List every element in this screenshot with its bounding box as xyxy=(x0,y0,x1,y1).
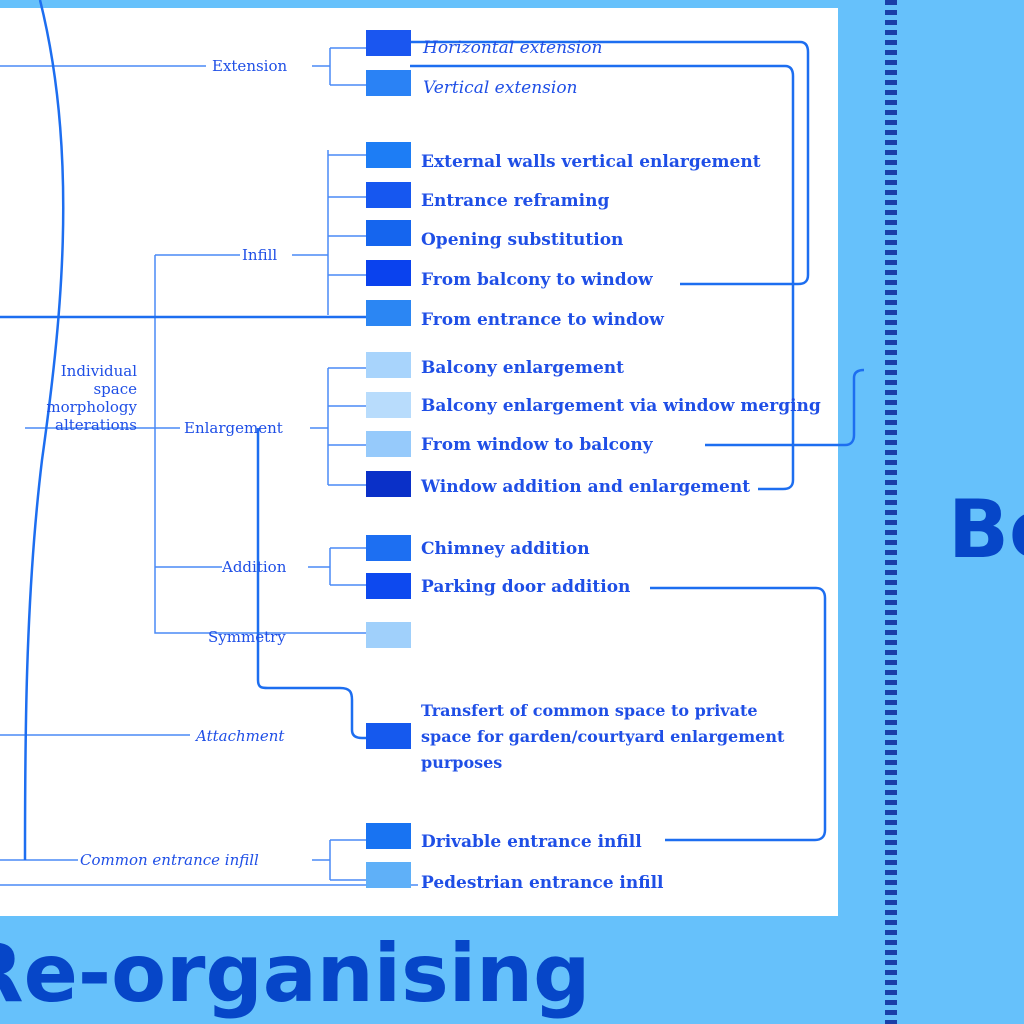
swatch-chimney-addition xyxy=(366,535,411,561)
diagram-panel xyxy=(0,8,838,916)
category-symmetry: Symmetry xyxy=(208,628,286,646)
label-horizontal-extension: Horizontal extension xyxy=(423,38,603,58)
swatch-window-addition xyxy=(366,471,411,497)
label-window-addition: Window addition and enlargement xyxy=(421,477,751,497)
swatch-pedestrian-entrance xyxy=(366,862,411,888)
swatch-balcony-enlargement xyxy=(366,352,411,378)
swatch-symmetry xyxy=(366,622,411,648)
label-parking-door: Parking door addition xyxy=(421,577,631,597)
label-external-walls: External walls vertical enlargement xyxy=(421,152,761,172)
swatch-entrance-reframing xyxy=(366,182,411,208)
swatch-balcony-to-window xyxy=(366,260,411,286)
category-extension: Extension xyxy=(212,57,288,75)
swatch-parking-door xyxy=(366,573,411,599)
swatch-entrance-to-window xyxy=(366,300,411,326)
category-individual: Individual space morphology alterations xyxy=(46,362,137,434)
swatch-vertical-extension xyxy=(366,70,411,96)
label-chimney-addition: Chimney addition xyxy=(421,539,590,559)
label-balcony-enlargement: Balcony enlargement xyxy=(421,358,625,378)
label-opening-substitution: Opening substitution xyxy=(421,230,624,250)
swatch-window-to-balcony xyxy=(366,431,411,457)
swatch-drivable-entrance xyxy=(366,823,411,849)
swatch-horizontal-extension xyxy=(366,30,411,56)
label-balcony-window-merging: Balcony enlargement via window merging xyxy=(421,396,821,416)
section-divider xyxy=(885,0,897,1024)
section-title-reorganising: Re-organising xyxy=(0,927,591,1020)
category-common-entrance: Common entrance infill xyxy=(80,851,259,869)
label-pedestrian-entrance: Pedestrian entrance infill xyxy=(421,873,664,893)
label-entrance-to-window: From entrance to window xyxy=(421,310,664,330)
label-vertical-extension: Vertical extension xyxy=(423,78,578,98)
swatch-transfert-common-space xyxy=(366,723,411,749)
section-title-right: Be xyxy=(948,483,1024,576)
label-balcony-to-window: From balcony to window xyxy=(421,270,653,290)
label-transfert-common-space: Transfert of common space to private spa… xyxy=(421,701,785,772)
category-addition: Addition xyxy=(222,558,287,576)
label-entrance-reframing: Entrance reframing xyxy=(421,191,610,211)
category-attachment: Attachment xyxy=(196,727,285,745)
label-window-to-balcony: From window to balcony xyxy=(421,435,653,455)
category-infill: Infill xyxy=(242,246,278,264)
label-drivable-entrance: Drivable entrance infill xyxy=(421,832,642,852)
category-enlargement: Enlargement xyxy=(184,419,283,437)
swatch-balcony-window-merging xyxy=(366,392,411,418)
swatch-external-walls xyxy=(366,142,411,168)
swatch-opening-substitution xyxy=(366,220,411,246)
